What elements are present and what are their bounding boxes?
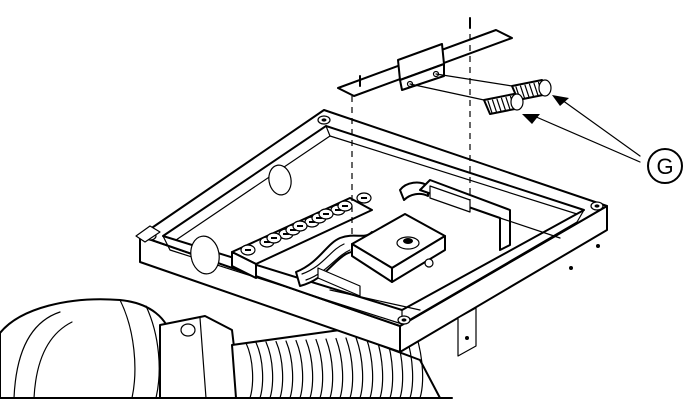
callout-label-g: G bbox=[647, 148, 683, 184]
screw-upper bbox=[511, 79, 552, 101]
terminal-block bbox=[231, 192, 373, 279]
arrow-head-lower bbox=[522, 114, 540, 124]
alignment-guide-lines bbox=[351, 34, 471, 238]
switch-assembly bbox=[317, 179, 561, 311]
mounting-plate bbox=[337, 17, 513, 97]
motor-conduit-fitting bbox=[0, 298, 453, 399]
screw-lower bbox=[483, 93, 524, 115]
callout-letter: G bbox=[656, 154, 673, 179]
arrow-head-upper bbox=[552, 95, 569, 106]
callout-leaders bbox=[409, 73, 641, 163]
